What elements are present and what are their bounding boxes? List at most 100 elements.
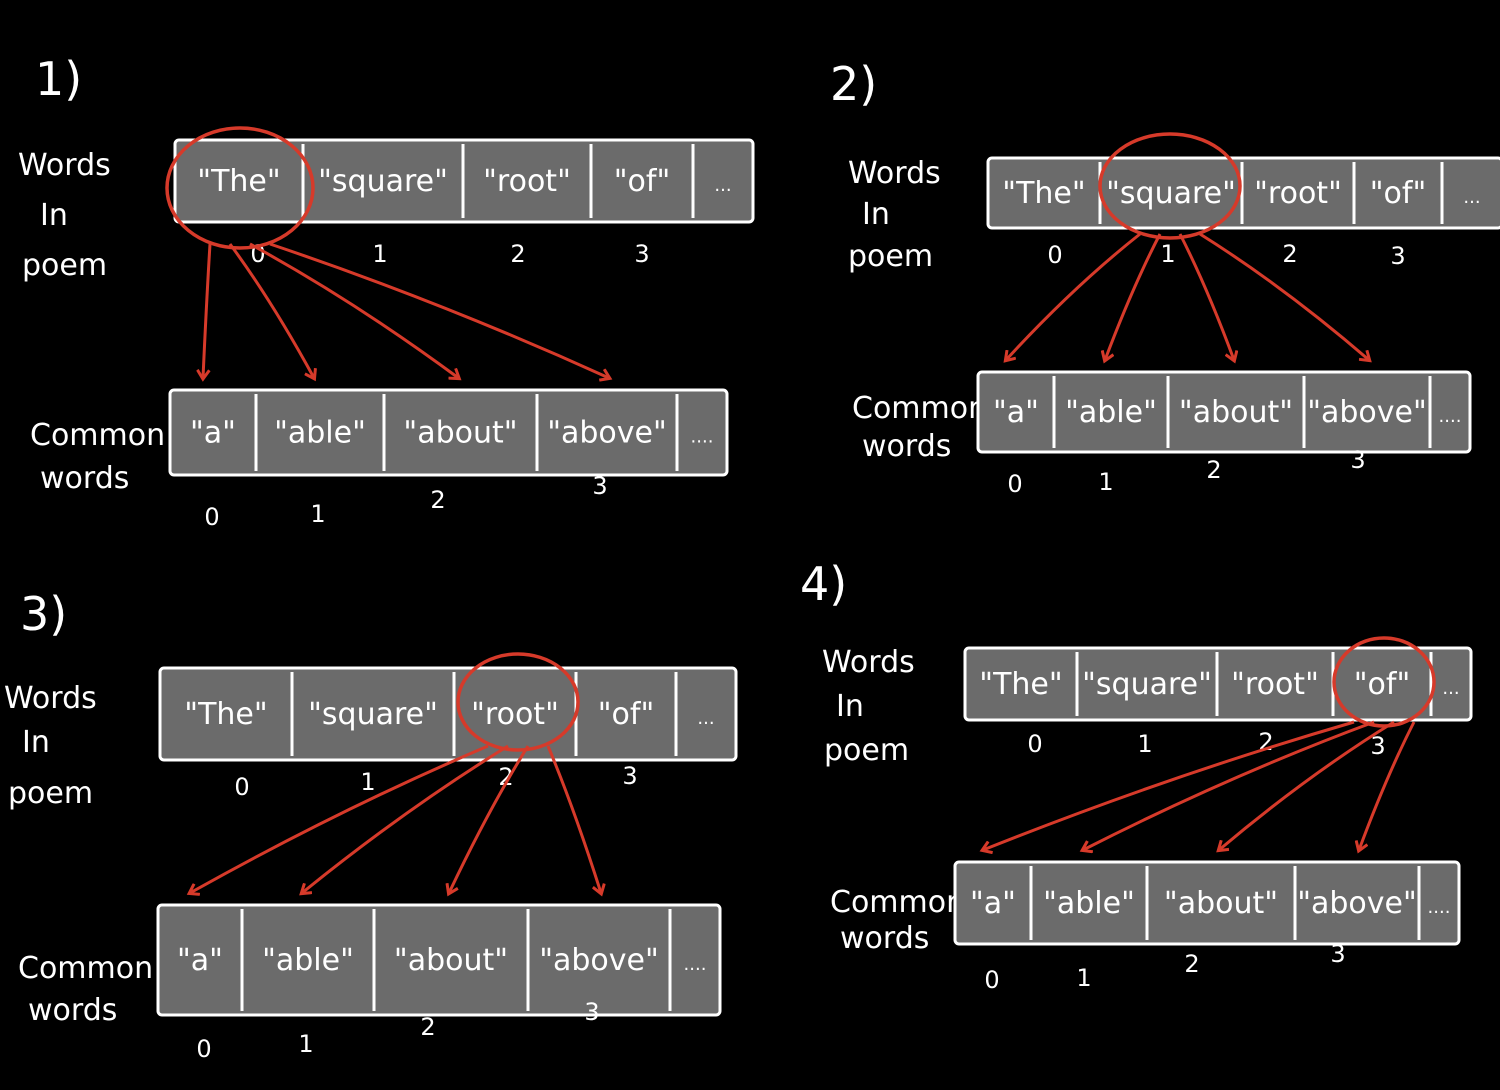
top-index-label: 3 (634, 240, 649, 268)
bottom-cell: "above" (547, 416, 667, 451)
top-ellipsis: ... (697, 708, 714, 729)
top-cell: "square" (1082, 667, 1212, 702)
bottom-ellipsis: .... (1439, 406, 1462, 427)
top-cell: "The" (1002, 176, 1085, 211)
bottom-cell: "about" (403, 416, 517, 451)
top-cell: "square" (1106, 176, 1236, 211)
bottom-index-label: 3 (1330, 940, 1345, 968)
bottom-ellipsis: .... (684, 954, 707, 975)
bottom-array-bar (156, 903, 722, 1017)
top-array-bar (986, 156, 1500, 230)
words-in-poem-label: In (862, 197, 890, 232)
highlight-circle (165, 126, 315, 250)
compare-arrow (546, 745, 601, 893)
bottom-array: "a" "able" "about" "above".... 0 1 2 3 (976, 370, 1472, 498)
compare-arrow (983, 720, 1355, 850)
highlight-circle (1098, 132, 1242, 240)
bottom-array-bar (953, 860, 1461, 946)
bottom-index-label: 1 (1098, 468, 1113, 496)
bottom-cell: "a" (970, 886, 1016, 921)
top-index-label: 2 (510, 240, 525, 268)
bottom-index-label: 0 (1007, 470, 1022, 498)
bottom-index-label: 1 (1076, 964, 1091, 992)
words-in-poem-label: Words (4, 681, 97, 716)
top-index-label: 3 (1390, 242, 1405, 270)
bottom-cell: "above" (1307, 395, 1427, 430)
compare-arrow (302, 744, 509, 893)
bottom-cell: "about" (394, 943, 508, 978)
top-ellipsis: ... (1463, 187, 1480, 208)
compare-arrow (269, 242, 609, 378)
common-words-label: Common (30, 418, 165, 453)
compare-arrow (449, 745, 530, 893)
compare-arrow (228, 243, 314, 378)
words-in-poem-label: Words (822, 645, 915, 680)
bottom-array-bar (976, 370, 1472, 454)
highlight-circle (456, 652, 580, 752)
panel-number: 3) (20, 587, 67, 641)
bottom-index-label: 0 (984, 966, 999, 994)
words-in-poem-label: In (40, 198, 68, 233)
bottom-cell: "a" (190, 416, 236, 451)
panel-3: 3)WordsInpoemCommonwords"The""square""ro… (4, 587, 738, 1063)
compare-arrow (1006, 232, 1141, 360)
words-in-poem-label: Words (18, 148, 111, 183)
bottom-index-label: 1 (298, 1030, 313, 1058)
bottom-cell: "able" (1065, 395, 1157, 430)
common-words-label: words (862, 429, 951, 464)
highlight-circle (1332, 636, 1436, 728)
top-array-bar (158, 666, 738, 762)
top-index-label: 3 (1370, 732, 1385, 760)
bottom-index-label: 3 (592, 472, 607, 500)
top-cell: "of" (1370, 176, 1427, 211)
top-cell: "root" (1231, 667, 1319, 702)
top-cell: "of" (598, 697, 655, 732)
bottom-cell: "above" (539, 943, 659, 978)
bottom-index-label: 0 (204, 503, 219, 531)
top-index-label: 1 (372, 240, 387, 268)
top-cell: "square" (318, 164, 448, 199)
words-in-poem-label: In (836, 689, 864, 724)
panel-4: 4)WordsInpoemCommonwords"The""square""ro… (800, 557, 1473, 994)
common-words-label: words (840, 921, 929, 956)
top-index-label: 0 (234, 773, 249, 801)
compare-arrow (1178, 233, 1234, 360)
common-words-label: Common (18, 951, 153, 986)
bottom-index-label: 3 (1350, 446, 1365, 474)
bottom-index-label: 1 (310, 500, 325, 528)
bottom-cell: "a" (993, 395, 1039, 430)
bottom-array-bar (168, 388, 729, 477)
compare-arrow (249, 242, 459, 378)
bottom-ellipsis: .... (1428, 897, 1451, 918)
top-index-label: 2 (498, 763, 513, 791)
compare-arrow (1083, 720, 1375, 850)
top-index-label: 0 (1027, 730, 1042, 758)
bottom-cell: "able" (274, 416, 366, 451)
compare-arrow (190, 744, 489, 893)
common-words-label: Common (852, 391, 987, 426)
bottom-index-label: 2 (1184, 950, 1199, 978)
words-in-poem-label: poem (824, 733, 909, 768)
top-index-label: 3 (622, 762, 637, 790)
top-index-label: 0 (1047, 241, 1062, 269)
bottom-index-label: 2 (1206, 456, 1221, 484)
bottom-cell: "a" (177, 943, 223, 978)
common-words-label: words (40, 461, 129, 496)
words-in-poem-label: poem (8, 776, 93, 811)
compare-arrow (203, 243, 212, 378)
top-index-label: 1 (360, 768, 375, 796)
bottom-index-label: 2 (430, 486, 445, 514)
bottom-cell: "about" (1179, 395, 1293, 430)
compare-arrow (1359, 721, 1416, 850)
bottom-index-label: 0 (196, 1035, 211, 1063)
top-index-label: 1 (1160, 240, 1175, 268)
compare-arrow (1199, 232, 1369, 360)
compare-arrow (1105, 233, 1162, 360)
